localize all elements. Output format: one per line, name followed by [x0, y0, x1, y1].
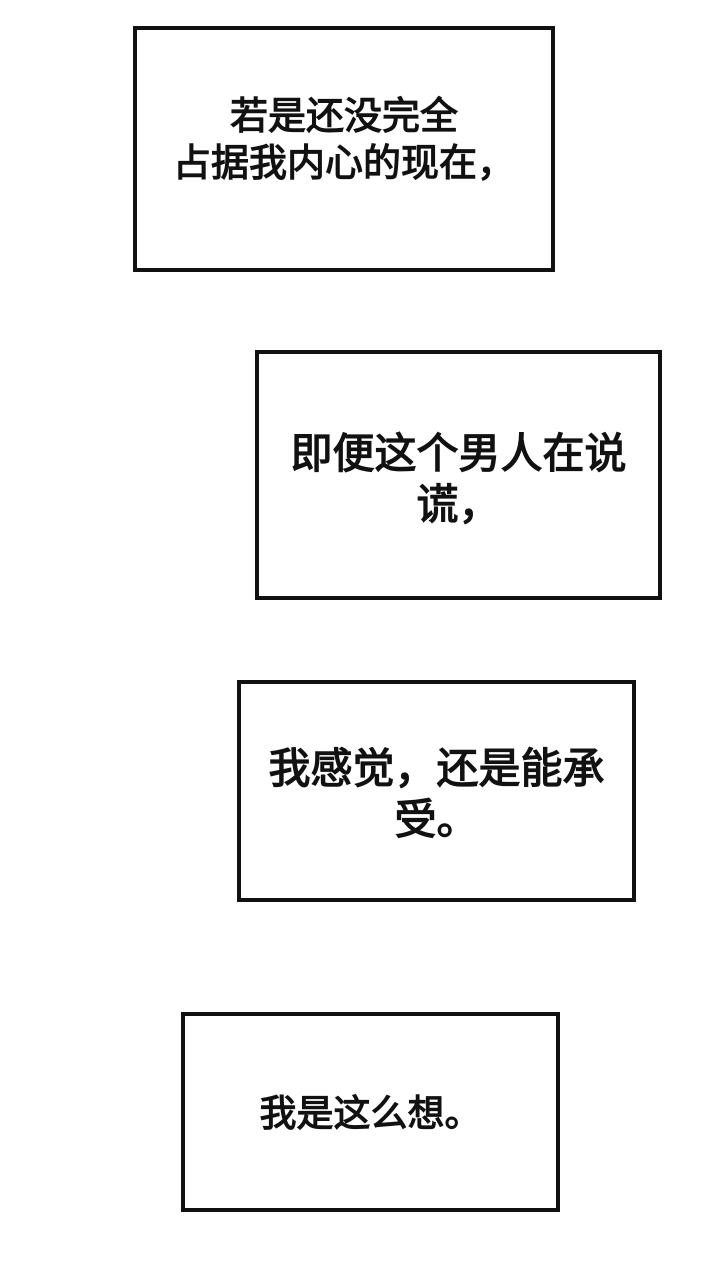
panel-1-text: 若是还没完全 占据我内心的现在， — [172, 95, 515, 186]
panel-2-text: 即便这个男人在说谎， — [290, 429, 627, 528]
comic-panel-2: 即便这个男人在说谎， — [255, 350, 662, 600]
panel-4-text: 我是这么想。 — [259, 1093, 482, 1135]
comic-panel-3: 我感觉，还是能承受。 — [237, 680, 636, 902]
comic-panel-1: 若是还没完全 占据我内心的现在， — [133, 26, 555, 272]
panel-3-text: 我感觉，还是能承受。 — [268, 744, 605, 843]
comic-panel-4: 我是这么想。 — [181, 1012, 560, 1212]
